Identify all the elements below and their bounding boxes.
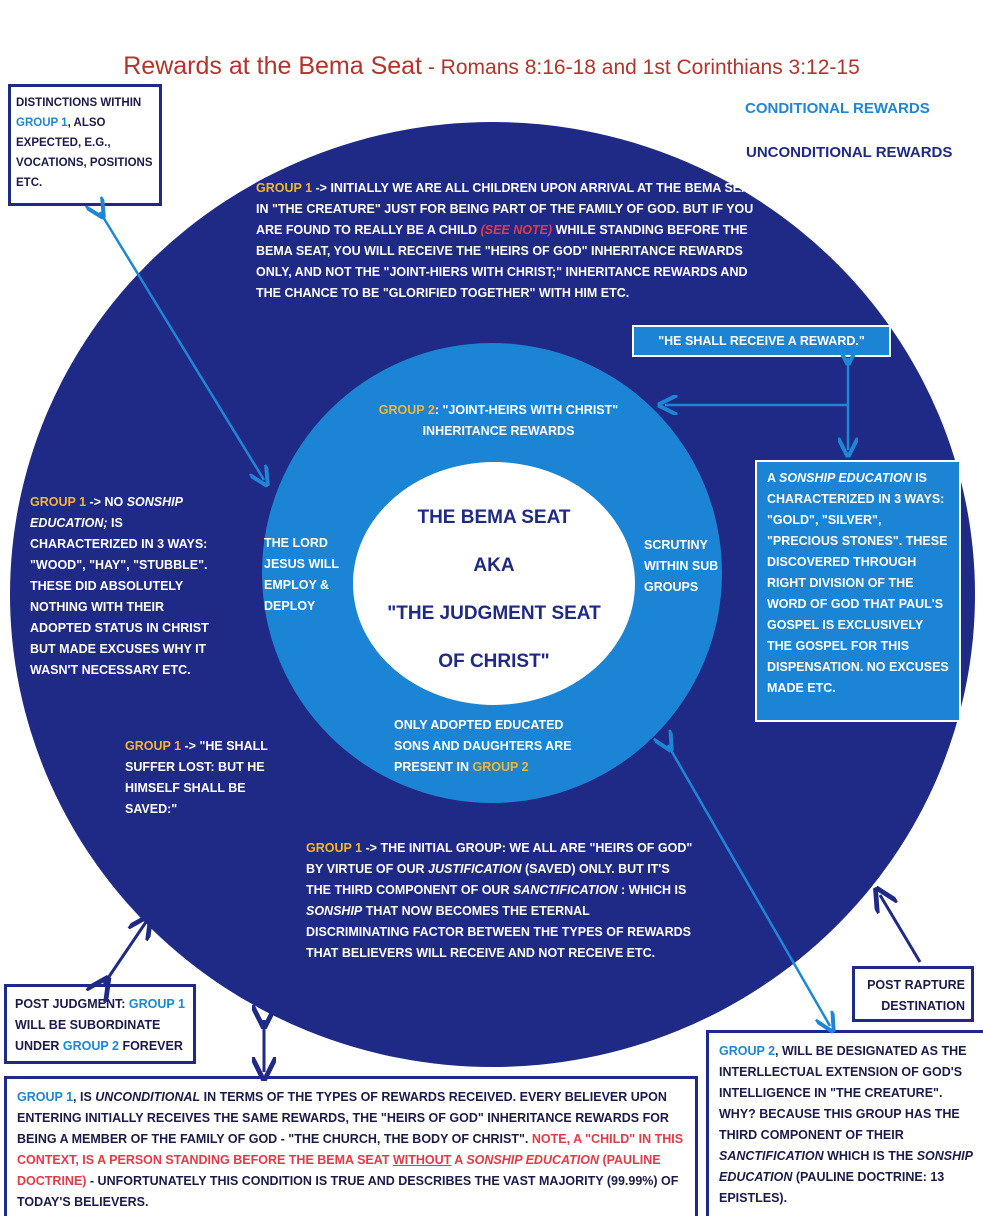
group2-joint-heirs-text: GROUP 2: "JOINT-HEIRS WITH CHRIST" INHER…	[378, 403, 619, 438]
only-adopted-text: ONLY ADOPTED EDUCATED SONS AND DAUGHTERS…	[394, 718, 572, 774]
group2-designation-box: GROUP 2, WILL BE DESIGNATED AS THE INTER…	[706, 1030, 983, 1216]
post-rapture-box: POST RAPTURE DESTINATION	[852, 966, 974, 1022]
bema-seat-title: THE BEMA SEAT AKA "THE JUDGMENT SEAT OF …	[387, 507, 601, 672]
distinctions-arrow	[100, 212, 264, 480]
sonship-education-panel: A SONSHIP EDUCATION IS CHARACTERIZED IN …	[755, 460, 961, 722]
post-judgment-arrow	[104, 922, 146, 984]
inner-circle	[353, 462, 635, 705]
legend-unconditional: UNCONDITIONAL REWARDS	[746, 144, 953, 161]
scrutiny-text: SCRUTINY WITHIN SUB GROUPS	[644, 538, 719, 594]
title-main: Rewards at the Bema Seat	[123, 52, 423, 80]
group1-no-sonship-text: GROUP 1 -> NO SONSHIP EDUCATION; IS CHAR…	[30, 495, 209, 677]
page-title: Rewards at the Bema Seat - Romans 8:16-1…	[0, 52, 983, 81]
legend-conditional: CONDITIONAL REWARDS	[745, 100, 930, 117]
group1-initial-text: GROUP 1 -> INITIALLY WE ARE ALL CHILDREN…	[256, 181, 757, 300]
distinctions-box: DISTINCTIONS WITHIN GROUP 1, ALSO EXPECT…	[8, 84, 162, 206]
group1-justification-text: GROUP 1 -> THE INITIAL GROUP: WE ALL ARE…	[306, 841, 693, 960]
title-reference: - Romans 8:16-18 and 1st Corinthians 3:1…	[422, 56, 860, 79]
post-rapture-arrow	[880, 895, 922, 963]
group2-arrow	[668, 745, 830, 1026]
group1-unconditional-box: GROUP 1, IS UNCONDITIONAL IN TERMS OF TH…	[4, 1076, 698, 1216]
suffer-lost-text: GROUP 1 -> "HE SHALL SUFFER LOST: BUT HE…	[125, 739, 268, 816]
lord-employ-text: THE LORD JESUS WILL EMPLOY & DEPLOY	[264, 536, 339, 613]
